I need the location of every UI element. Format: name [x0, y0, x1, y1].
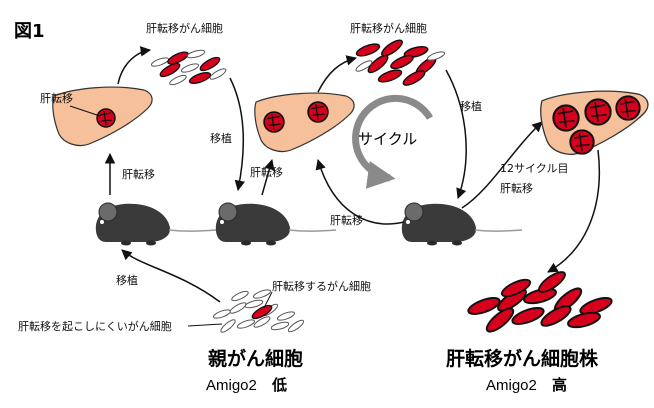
label-metastasis-1: 肝転移 [122, 168, 155, 181]
strain-marker: Amigo2 [486, 377, 537, 394]
label-metastasis-3: 肝転移 [330, 214, 363, 227]
arrow-up-2 [261, 158, 275, 196]
tumor-1 [96, 108, 116, 128]
strain-title: 肝転移がん細胞株 [446, 347, 599, 370]
arrow-curve-8 [121, 249, 221, 303]
label-liver-metastatic-cells-1: 肝転移がん細胞 [146, 21, 223, 35]
arrow-curve-2 [229, 77, 245, 192]
cell-cluster-parent [212, 287, 306, 335]
pointer-line-1 [69, 105, 101, 117]
tumor-2a [263, 111, 285, 133]
figure-label: 図1 [14, 21, 45, 42]
parent-marker: Amigo2 [206, 377, 257, 394]
arrow-curve-1 [117, 46, 152, 85]
label-cycle: サイクル [358, 130, 417, 148]
cycle-arrow [352, 94, 434, 189]
tumor-3c [615, 95, 641, 121]
mouse-2 [215, 202, 337, 247]
arrow-curve-7 [547, 149, 601, 273]
cell-cluster-1 [150, 48, 228, 88]
parent-title: 親がん細胞 [208, 347, 303, 370]
parent-level: 低 [271, 376, 287, 394]
label-metastasis-2: 肝転移 [250, 166, 283, 179]
tumor-2b [307, 101, 329, 123]
cell-cluster-strain [465, 267, 615, 337]
label-metastasizing-cells: 肝転移するがん細胞 [272, 279, 371, 293]
pointer-line-2 [263, 291, 273, 309]
cell-cluster-2 [354, 36, 446, 89]
tumor-3d [569, 129, 595, 155]
label-liver-metastatic-cells-2: 肝転移がん細胞 [350, 21, 427, 35]
arrow-curve-5 [315, 158, 405, 225]
label-liver-metastasis: 肝転移 [40, 92, 73, 105]
tumor-3b [584, 98, 612, 126]
pointer-line-3 [187, 323, 223, 327]
arrow-curve-6 [461, 121, 543, 209]
label-cycle12-metastasis: 肝転移 [500, 182, 533, 195]
arrow-curve-4 [445, 69, 467, 199]
strain-level: 高 [552, 376, 567, 394]
label-transplant-3: 移植 [116, 273, 138, 287]
mouse-1 [95, 202, 217, 247]
mouse-3 [401, 202, 523, 247]
tumor-3a [552, 104, 580, 132]
label-cycle12: 12サイクル目 [500, 162, 568, 175]
arrow-curve-3 [317, 55, 358, 93]
label-transplant-1: 移植 [210, 131, 232, 145]
label-non-metastasizing-cells: 肝転移を起こしにくいがん細胞 [18, 319, 172, 333]
label-transplant-2: 移植 [460, 99, 482, 113]
